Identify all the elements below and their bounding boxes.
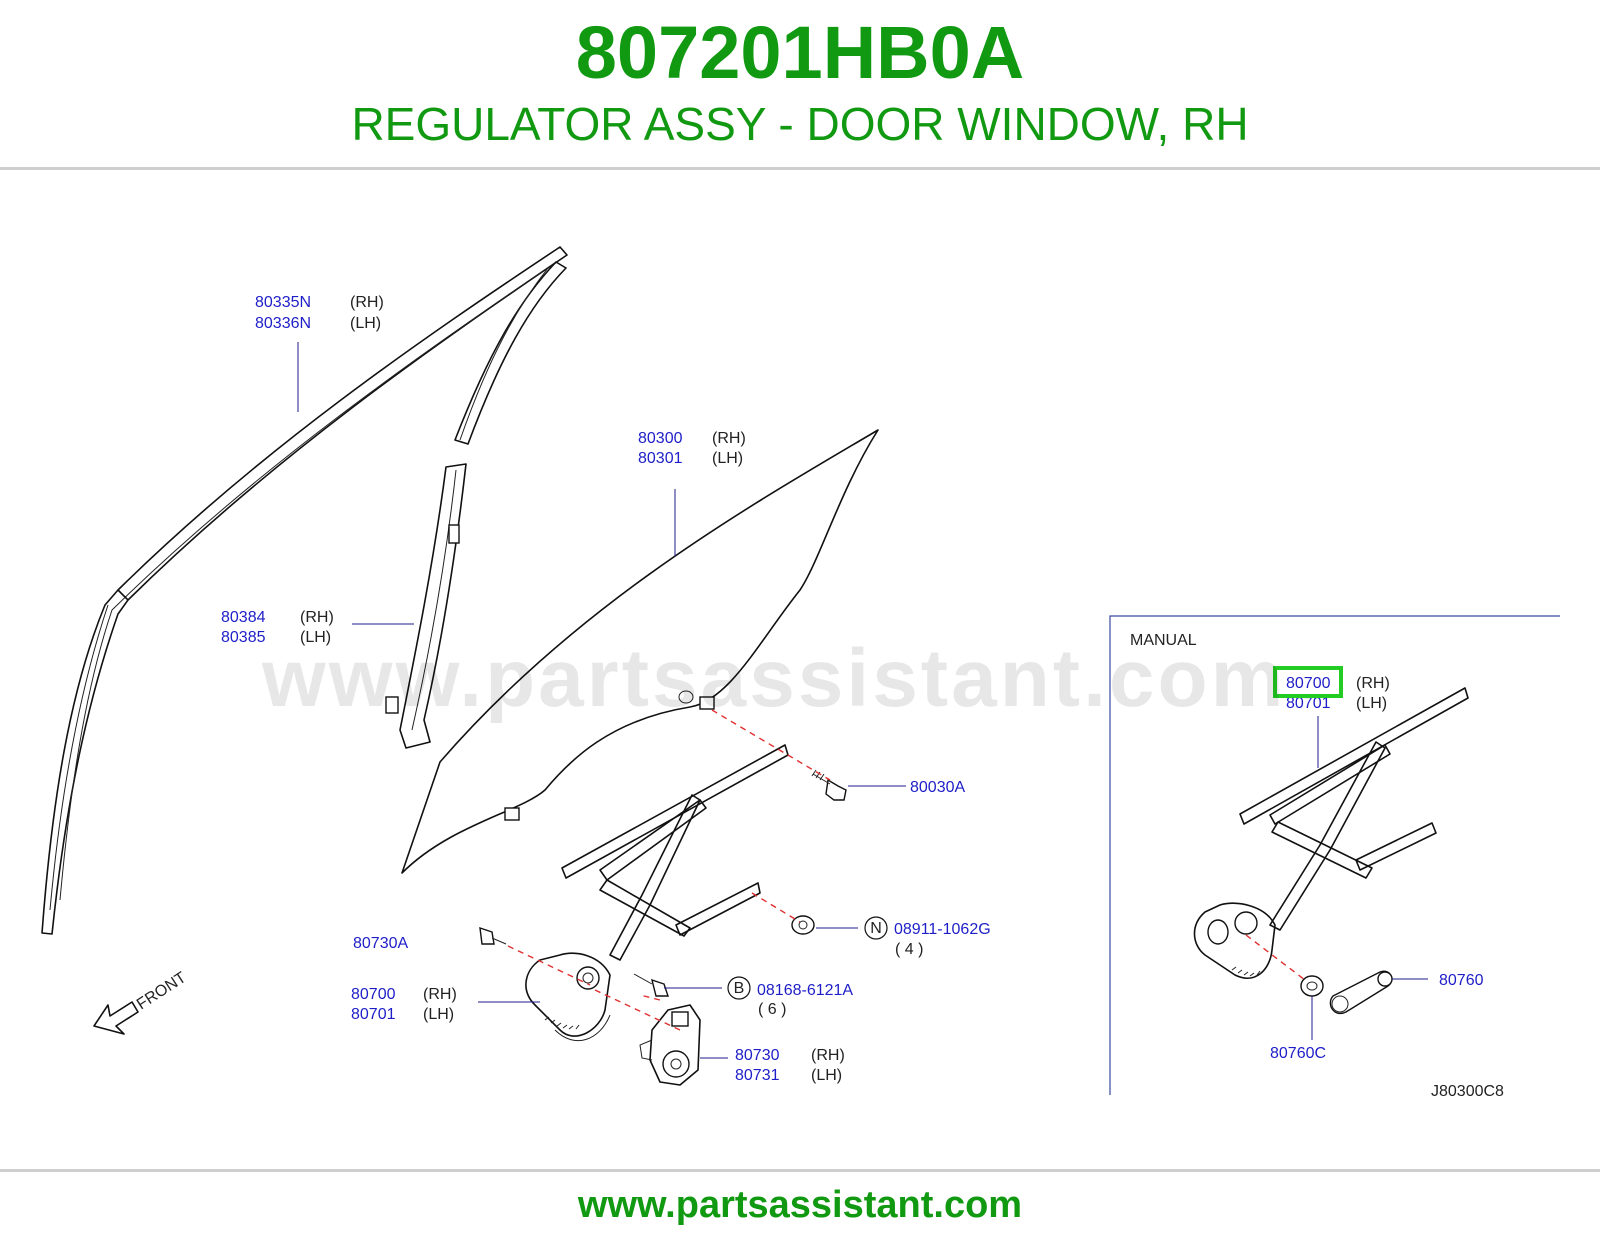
manual-panel-border	[1109, 615, 1560, 1095]
diagram-code: J80300C8	[1431, 1083, 1504, 1100]
nut-quantity: ( 4 )	[895, 941, 923, 958]
callout-bolt-b: B 08168-6121A ( 6 )	[727, 976, 853, 1018]
door-sash-drawing[interactable]	[41, 246, 568, 935]
glass-run-channel-drawing[interactable]	[385, 463, 467, 749]
alignment-lines	[507, 709, 831, 1031]
part-80730a[interactable]: 80730A	[353, 935, 408, 952]
side-lh-label: (LH)	[712, 450, 743, 467]
side-lh-label: (LH)	[350, 315, 381, 332]
side-rh-label: (RH)	[300, 609, 334, 626]
page-header: 807201HB0A REGULATOR ASSY - DOOR WINDOW,…	[0, 0, 1600, 170]
footer-url[interactable]: www.partsassistant.com	[577, 1184, 1023, 1226]
regulator-motor-drawing[interactable]	[639, 1004, 701, 1086]
part-80700[interactable]: 80700	[351, 986, 396, 1003]
escutcheon-drawing[interactable]	[1300, 975, 1324, 997]
nut-symbol-circle	[864, 916, 888, 940]
front-arrow-icon	[93, 1001, 139, 1035]
nut-08911-drawing[interactable]	[791, 915, 815, 935]
manual-panel-title: MANUAL	[1130, 632, 1197, 649]
bolt-80030a-drawing[interactable]	[811, 769, 847, 801]
callout-nut: N 08911-1062G ( 4 )	[864, 916, 991, 958]
part-80300[interactable]: 80300	[638, 430, 683, 447]
side-lh-label: (LH)	[811, 1067, 842, 1084]
callout-glass: 80300 (RH) 80301 (LH)	[638, 430, 746, 467]
side-lh-label: (LH)	[1356, 695, 1387, 712]
part-80336n[interactable]: 80336N	[255, 315, 311, 332]
footer-divider	[0, 1169, 1600, 1172]
part-80700-manual[interactable]: 80700	[1286, 675, 1331, 692]
part-description: REGULATOR ASSY - DOOR WINDOW, RH	[351, 98, 1249, 150]
part-80701[interactable]: 80701	[351, 1006, 396, 1023]
leader-lines	[297, 342, 906, 1059]
window-handle-drawing[interactable]	[1329, 970, 1393, 1015]
callout-regulator: 80700 (RH) 80701 (LH)	[351, 986, 457, 1023]
front-direction-indicator: FRONT	[93, 969, 190, 1035]
bolt-quantity: ( 6 )	[758, 1001, 786, 1018]
part-80385[interactable]: 80385	[221, 629, 266, 646]
side-lh-label: (LH)	[300, 629, 331, 646]
part-80335n[interactable]: 80335N	[255, 294, 311, 311]
header-divider	[0, 167, 1600, 170]
side-rh-label: (RH)	[712, 430, 746, 447]
part-80384[interactable]: 80384	[221, 609, 266, 626]
part-80301[interactable]: 80301	[638, 450, 683, 467]
bolt-80730a-drawing[interactable]	[479, 926, 507, 945]
part-80760[interactable]: 80760	[1439, 972, 1484, 989]
watermark-text: www.partsassistant.com	[262, 633, 1287, 724]
bolt-08168-drawing[interactable]	[633, 973, 669, 997]
side-rh-label: (RH)	[811, 1047, 845, 1064]
callout-channel: 80384 (RH) 80385 (LH)	[221, 609, 334, 646]
callout-sash: 80335N (RH) 80336N (LH)	[255, 294, 384, 332]
side-rh-label: (RH)	[350, 294, 384, 311]
part-08911-1062g[interactable]: 08911-1062G	[894, 921, 991, 938]
manual-regulator-drawing[interactable]	[1193, 687, 1469, 979]
part-80731[interactable]: 80731	[735, 1067, 780, 1084]
part-08168-6121a[interactable]: 08168-6121A	[757, 982, 853, 999]
selected-part-highlight	[1273, 666, 1343, 698]
part-number-title: 807201HB0A	[575, 11, 1025, 94]
side-lh-label: (LH)	[423, 1006, 454, 1023]
bolt-symbol-circle	[727, 976, 751, 1000]
side-rh-label: (RH)	[423, 986, 457, 1003]
front-label: FRONT	[134, 969, 190, 1013]
part-80701-manual[interactable]: 80701	[1286, 695, 1331, 712]
part-80760c[interactable]: 80760C	[1270, 1045, 1326, 1062]
part-80030a[interactable]: 80030A	[910, 779, 965, 796]
manual-panel: MANUAL 80700 (RH) 80701 (LH)	[1109, 615, 1560, 1095]
nut-symbol: N	[870, 920, 882, 937]
callout-motor: 80730 (RH) 80731 (LH)	[735, 1047, 845, 1084]
part-80730[interactable]: 80730	[735, 1047, 780, 1064]
door-glass-drawing[interactable]	[401, 429, 879, 874]
side-rh-label: (RH)	[1356, 675, 1390, 692]
bolt-symbol: B	[734, 980, 745, 997]
